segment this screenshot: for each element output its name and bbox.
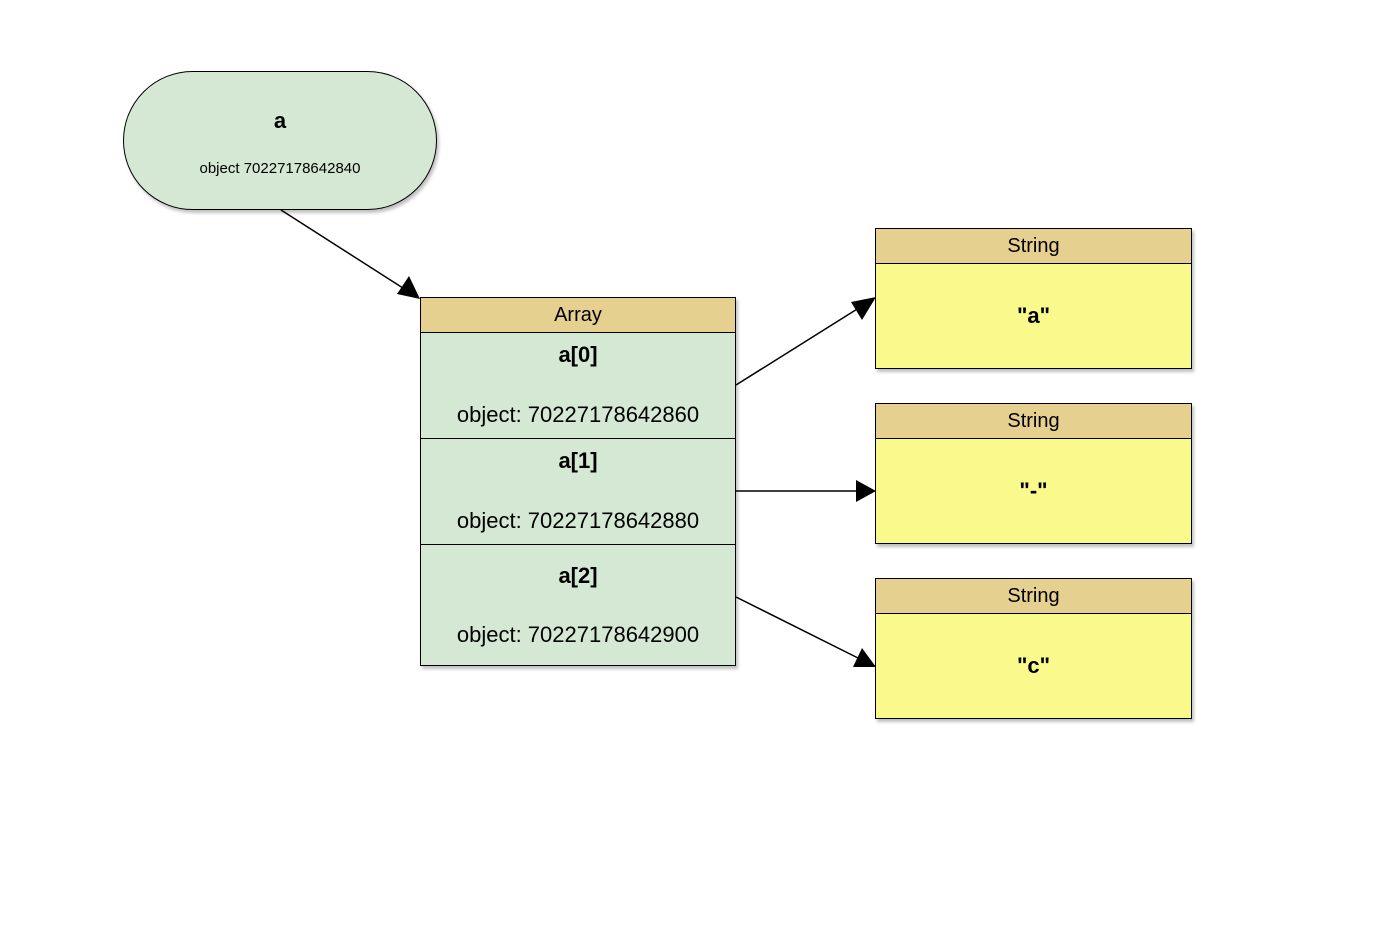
variable-node: a object 70227178642840: [123, 71, 437, 210]
arrowhead-a1-to-string-dash: [856, 480, 876, 502]
string-header: String: [876, 579, 1191, 614]
string-box-dash: String "-": [875, 403, 1192, 544]
array-box: Array a[0] object: 70227178642860 a[1] o…: [420, 297, 736, 666]
string-box-a: String "a": [875, 228, 1192, 369]
array-element-ref: object: 70227178642880: [456, 508, 700, 533]
arrow-var-to-array: [280, 209, 418, 298]
array-element-label: a[0]: [558, 342, 598, 367]
arrowhead-a0-to-string-a: [851, 297, 876, 320]
arrow-a0-to-string-a: [735, 305, 863, 386]
string-value: "a": [1016, 303, 1051, 328]
array-element-1: a[1] object: 70227178642880: [421, 439, 735, 545]
array-header: Array: [421, 298, 735, 333]
variable-name: a: [273, 108, 287, 133]
variable-object-ref: object 70227178642840: [199, 160, 361, 177]
string-header: String: [876, 404, 1191, 439]
arrowhead-a2-to-string-c: [853, 648, 876, 667]
array-element-ref: object: 70227178642900: [456, 622, 700, 647]
arrow-a2-to-string-c: [735, 596, 861, 660]
array-element-label: a[2]: [558, 563, 598, 588]
array-element-label: a[1]: [558, 448, 598, 473]
array-element-2: a[2] object: 70227178642900: [421, 545, 735, 665]
array-element-ref: object: 70227178642860: [456, 402, 700, 427]
string-box-c: String "c": [875, 578, 1192, 719]
string-value: "c": [1016, 653, 1051, 678]
array-element-0: a[0] object: 70227178642860: [421, 333, 735, 439]
string-value: "-": [1019, 478, 1048, 503]
string-header: String: [876, 229, 1191, 264]
arrowhead-var-to-array: [397, 276, 420, 299]
